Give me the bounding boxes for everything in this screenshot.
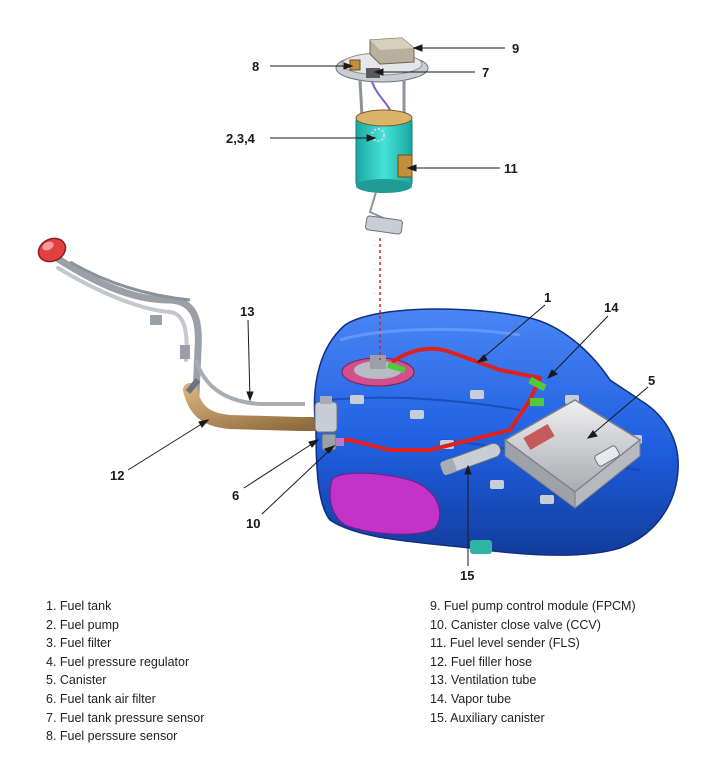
callout-14: 14 xyxy=(604,300,619,315)
legend-item: 3. Fuel filter xyxy=(46,636,112,651)
fuel-system-diagram: 9 8 7 2,3,4 11 1 14 5 13 12 6 10 15 xyxy=(37,37,679,583)
callout-2-3-4: 2,3,4 xyxy=(226,131,256,146)
tank-pump-flange xyxy=(341,355,415,387)
auxiliary-canister xyxy=(440,442,501,475)
vapor-tube xyxy=(330,346,542,452)
callout-labels: 9 8 7 2,3,4 11 1 14 5 13 12 6 10 15 xyxy=(110,41,655,583)
legend-item: 7. Fuel tank pressure sensor xyxy=(46,710,205,725)
legend-item: 13. Ventilation tube xyxy=(430,673,537,688)
legend-item: 11. Fuel level sender (FLS) xyxy=(430,636,580,651)
ventilation-tube xyxy=(194,359,305,406)
legend-item: 15. Auxiliary canister xyxy=(430,710,545,725)
legend-item: 6. Fuel tank air filter xyxy=(46,691,156,706)
legend-left-column: 1. Fuel tank 2. Fuel pump 3. Fuel filter… xyxy=(46,597,204,746)
callout-10: 10 xyxy=(246,516,260,531)
callout-9: 9 xyxy=(512,41,519,56)
fuel-pump-module xyxy=(335,37,429,235)
callout-1: 1 xyxy=(544,290,551,305)
legend-item: 4. Fuel pressure regulator xyxy=(46,654,190,669)
callout-13: 13 xyxy=(240,304,254,319)
legend-item: 10. Canister close valve (CCV) xyxy=(430,617,601,632)
callout-11: 11 xyxy=(504,161,518,176)
fuel-filler-neck xyxy=(37,237,202,399)
legend-item: 5. Canister xyxy=(46,673,107,688)
callout-8: 8 xyxy=(252,59,259,74)
tank-lower-section xyxy=(329,472,441,535)
legend-item: 8. Fuel perssure sensor xyxy=(46,729,178,744)
callout-7: 7 xyxy=(482,65,489,80)
fuel-level-sender xyxy=(397,154,413,178)
legend-right-column: 9. Fuel pump control module (FPCM) 10. C… xyxy=(430,597,636,727)
legend-item: 12. Fuel filler hose xyxy=(430,654,533,669)
callout-5: 5 xyxy=(648,373,655,388)
fuel-tank-air-filter xyxy=(314,396,338,433)
callout-6: 6 xyxy=(232,488,239,503)
callout-12: 12 xyxy=(110,468,124,483)
legend-item: 14. Vapor tube xyxy=(430,691,512,706)
legend-item: 9. Fuel pump control module (FPCM) xyxy=(430,599,636,613)
legend-item: 1. Fuel tank xyxy=(46,599,112,613)
fuel-level-float xyxy=(365,215,403,235)
callout-15: 15 xyxy=(460,568,474,583)
callout-leaders xyxy=(127,44,649,566)
legend-item: 2. Fuel pump xyxy=(46,617,119,632)
fuel-filler-hose xyxy=(183,383,327,431)
